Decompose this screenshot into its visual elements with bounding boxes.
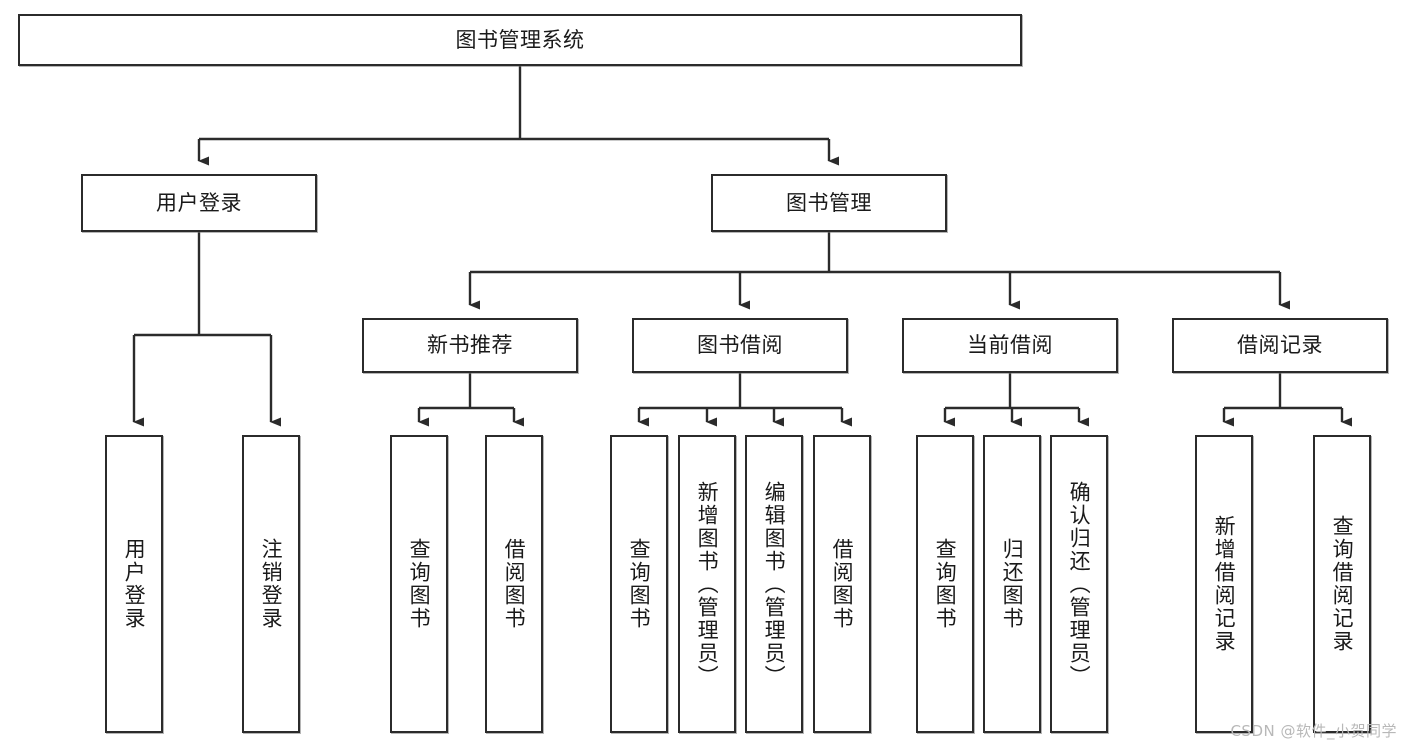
node-leaf-user-login[interactable]: 用户登录 xyxy=(105,435,163,733)
node-label: 借阅图书 xyxy=(502,538,527,630)
node-leaf-query-book-rec[interactable]: 查询图书 xyxy=(390,435,448,733)
node-leaf-add-record[interactable]: 新增借阅记录 xyxy=(1195,435,1253,733)
node-leaf-edit-book[interactable]: 编辑图书（管理员） xyxy=(745,435,803,733)
node-label: 图书管理系统 xyxy=(455,27,585,52)
node-label: 新增图书（管理员） xyxy=(695,480,720,688)
node-leaf-query-book-current[interactable]: 查询图书 xyxy=(916,435,974,733)
node-label: 借阅图书 xyxy=(830,538,855,630)
node-label: 查询图书 xyxy=(407,538,432,630)
node-leaf-return-book[interactable]: 归还图书 xyxy=(983,435,1041,733)
node-label: 用户登录 xyxy=(156,190,242,215)
node-label: 新增借阅记录 xyxy=(1212,515,1237,653)
node-book-borrow[interactable]: 图书借阅 xyxy=(632,318,848,373)
node-label: 注销登录 xyxy=(259,538,284,630)
node-leaf-borrow-book[interactable]: 借阅图书 xyxy=(813,435,871,733)
node-label: 借阅记录 xyxy=(1237,333,1323,358)
node-label: 查询图书 xyxy=(627,538,652,630)
node-book-manage[interactable]: 图书管理 xyxy=(711,174,947,232)
node-label: 查询借阅记录 xyxy=(1330,515,1355,653)
node-label: 图书管理 xyxy=(786,190,872,215)
node-leaf-query-record[interactable]: 查询借阅记录 xyxy=(1313,435,1371,733)
node-label: 新书推荐 xyxy=(427,333,513,358)
node-leaf-user-logout[interactable]: 注销登录 xyxy=(242,435,300,733)
node-label: 编辑图书（管理员） xyxy=(762,480,787,688)
node-label: 图书借阅 xyxy=(697,333,783,358)
node-leaf-query-book-borrow[interactable]: 查询图书 xyxy=(610,435,668,733)
node-leaf-add-book[interactable]: 新增图书（管理员） xyxy=(678,435,736,733)
node-label: 当前借阅 xyxy=(967,333,1053,358)
node-label: 用户登录 xyxy=(122,538,147,630)
node-new-book-rec[interactable]: 新书推荐 xyxy=(362,318,578,373)
node-leaf-confirm-return[interactable]: 确认归还（管理员） xyxy=(1050,435,1108,733)
node-label: 归还图书 xyxy=(1000,538,1025,630)
node-leaf-borrow-book-rec[interactable]: 借阅图书 xyxy=(485,435,543,733)
node-current-borrow[interactable]: 当前借阅 xyxy=(902,318,1118,373)
node-label: 查询图书 xyxy=(933,538,958,630)
csdn-watermark: CSDN @软件_小贺同学 xyxy=(1230,722,1397,740)
node-label: 确认归还（管理员） xyxy=(1067,480,1092,688)
node-root-system[interactable]: 图书管理系统 xyxy=(18,14,1022,66)
node-user-login[interactable]: 用户登录 xyxy=(81,174,317,232)
node-borrow-record[interactable]: 借阅记录 xyxy=(1172,318,1388,373)
